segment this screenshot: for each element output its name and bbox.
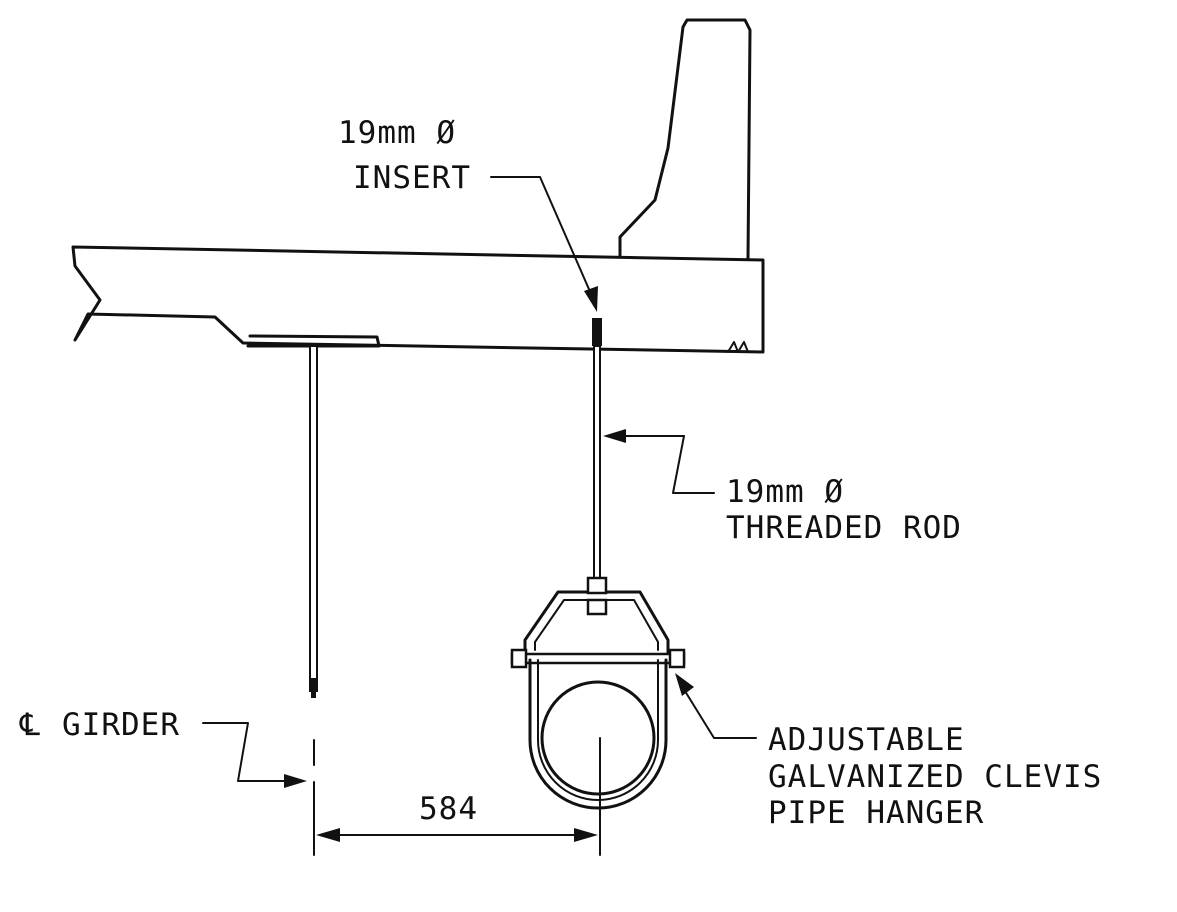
girder-web-bottom bbox=[311, 678, 316, 698]
insert-name-label: INSERT bbox=[353, 160, 471, 196]
break-mark bbox=[727, 341, 749, 353]
girder-label: GIRDER bbox=[62, 707, 180, 743]
threaded-rod bbox=[593, 345, 601, 579]
rod-name-label: THREADED ROD bbox=[726, 510, 962, 546]
clevis-stirrup bbox=[528, 658, 668, 810]
barrier-parapet bbox=[618, 18, 752, 260]
dimension-value: 584 bbox=[419, 791, 478, 827]
insert-leader bbox=[490, 176, 596, 304]
girder-web bbox=[309, 345, 318, 692]
girder-flange-plate bbox=[246, 334, 381, 348]
rod-size-label: 19mm Ø bbox=[726, 474, 844, 510]
insert-block bbox=[592, 318, 602, 346]
dimension-arrow-left bbox=[316, 828, 340, 842]
deck-slab bbox=[71, 245, 765, 354]
rod-nut-upper bbox=[586, 576, 608, 595]
rod-leader bbox=[611, 435, 715, 494]
girder-leader-arrow bbox=[284, 774, 307, 788]
insert-size-label: 19mm Ø bbox=[338, 115, 456, 151]
rod-nut-lower bbox=[586, 598, 608, 616]
rod-leader-arrow bbox=[603, 429, 626, 443]
hanger-label-line3: PIPE HANGER bbox=[768, 795, 984, 831]
dimension-arrow-right bbox=[574, 828, 598, 842]
bolt-nut-right bbox=[668, 648, 686, 669]
clevis-stirrup-inner bbox=[537, 659, 659, 801]
hanger-leader-arrow bbox=[675, 673, 694, 696]
hanger-label-line1: ADJUSTABLE bbox=[768, 722, 965, 758]
pipe bbox=[540, 680, 656, 796]
centerline-symbol: ℄ bbox=[19, 707, 41, 743]
insert-leader-arrow bbox=[584, 286, 598, 312]
hanger-leader bbox=[679, 682, 757, 739]
girder-leader bbox=[202, 722, 297, 782]
bolt-nut-left bbox=[510, 648, 528, 669]
hanger-label-line2: GALVANIZED CLEVIS bbox=[768, 759, 1102, 795]
